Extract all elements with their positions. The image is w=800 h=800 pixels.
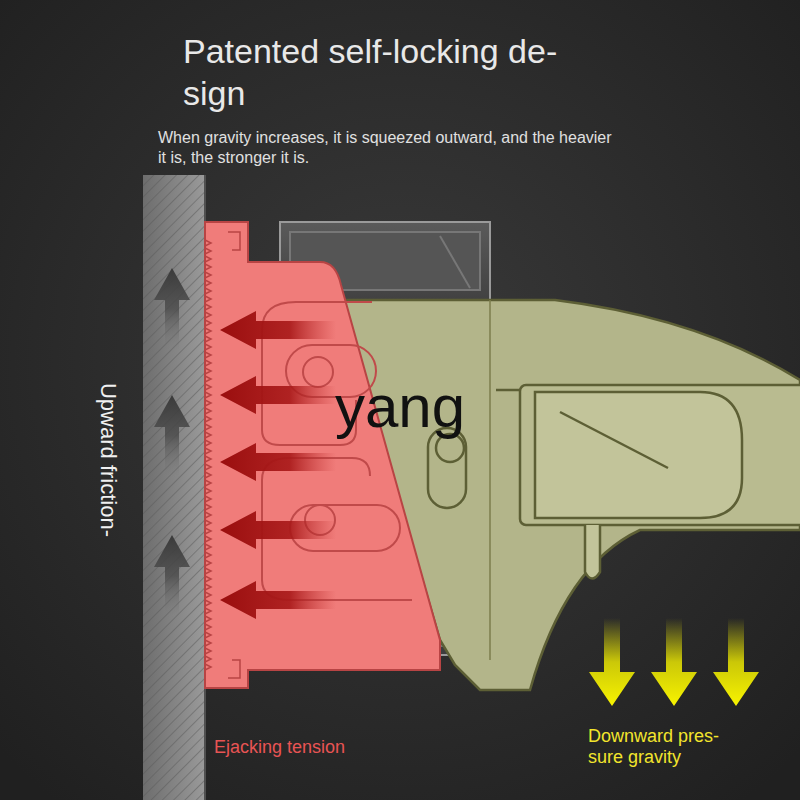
locking-block [205,222,440,688]
tension-arrow [220,581,336,619]
tooth [205,608,211,614]
tooth [205,344,211,350]
friction-arrow [154,395,190,477]
tooth [205,584,211,590]
gravity-label: Downward pres- sure gravity [588,726,753,768]
gravity-arrow [589,618,635,706]
tooth [205,248,211,254]
gravity-arrow [651,618,697,706]
tooth [205,368,211,374]
tooth [205,488,211,494]
wall [143,175,205,800]
gravity-arrow [713,618,759,706]
tooth [205,376,211,382]
tooth [205,632,211,638]
friction-arrow [154,535,190,617]
tooth [205,512,211,518]
tooth [205,656,211,662]
tooth [205,504,211,510]
tooth [205,352,211,358]
tooth [205,456,211,462]
tooth [205,472,211,478]
tooth [205,648,211,654]
tooth [205,336,211,342]
tooth [205,544,211,550]
tooth [205,560,211,566]
tooth [205,392,211,398]
side-label: Upward friction- [95,383,121,537]
tooth [205,288,211,294]
friction-arrow [154,268,190,350]
tooth [205,640,211,646]
tooth [205,400,211,406]
subtitle: When gravity increases, it is squeezed o… [158,128,618,168]
tooth [205,448,211,454]
tension-arrow [220,376,336,414]
tooth [205,264,211,270]
tooth [205,664,211,670]
tooth [205,528,211,534]
tooth [205,440,211,446]
tension-arrow [220,511,336,549]
tooth [205,304,211,310]
tooth [205,536,211,542]
tooth [205,296,211,302]
tension-arrows [220,311,336,619]
tooth [205,480,211,486]
tooth [205,360,211,366]
title: Patented self-locking de- sign [183,30,623,114]
tooth [205,568,211,574]
tooth [205,600,211,606]
tooth [205,496,211,502]
tooth [205,432,211,438]
friction-arrows [154,268,190,617]
tooth [205,616,211,622]
tooth [205,384,211,390]
tension-arrow [220,443,336,481]
tooth [205,520,211,526]
tooth [205,464,211,470]
tooth [205,328,211,334]
tension-label: Ejacking tension [214,737,345,758]
tooth [205,408,211,414]
tooth [205,552,211,558]
tooth [205,240,211,246]
tooth [205,416,211,422]
tooth [205,592,211,598]
tooth [205,576,211,582]
tooth [205,272,211,278]
tension-arrow [220,311,336,349]
tooth [205,624,211,630]
tooth [205,424,211,430]
tooth [205,312,211,318]
tooth [205,320,211,326]
tooth [205,280,211,286]
watermark: yang [335,372,465,441]
tooth [205,256,211,262]
gravity-arrows [589,618,759,706]
